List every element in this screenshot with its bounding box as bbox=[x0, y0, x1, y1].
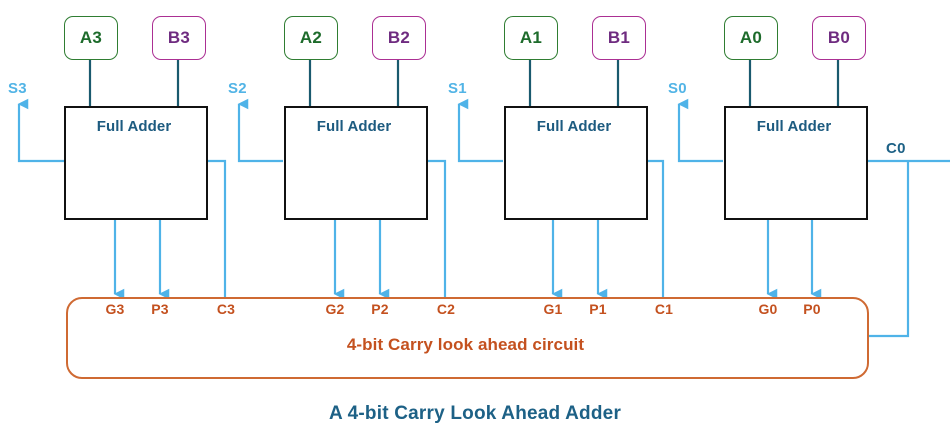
full-adder-2[interactable] bbox=[284, 106, 428, 220]
port-label-c3: C3 bbox=[216, 301, 236, 317]
input-box-b2[interactable]: B2 bbox=[372, 16, 426, 60]
port-label-c1: C1 bbox=[654, 301, 674, 317]
input-box-a1[interactable]: A1 bbox=[504, 16, 558, 60]
port-label-p1: P1 bbox=[589, 301, 607, 317]
input-box-a2[interactable]: A2 bbox=[284, 16, 338, 60]
carry-wire-c0-to-cla bbox=[859, 161, 910, 342]
input-box-b3[interactable]: B3 bbox=[152, 16, 206, 60]
full-adder-3-label: Full Adder bbox=[96, 118, 172, 135]
full-adder-2-label: Full Adder bbox=[316, 118, 392, 135]
carry-look-ahead-circuit-block[interactable] bbox=[66, 297, 869, 379]
port-label-p2: P2 bbox=[371, 301, 389, 317]
sum-wire-s0 bbox=[677, 98, 723, 163]
port-label-g2: G2 bbox=[325, 301, 345, 317]
figure-title: A 4-bit Carry Look Ahead Adder bbox=[328, 403, 622, 424]
full-adder-1[interactable] bbox=[504, 106, 648, 220]
sum-label-s0: S0 bbox=[668, 80, 687, 97]
carry-look-ahead-circuit-label: 4-bit Carry look ahead circuit bbox=[346, 335, 585, 354]
input-box-b0[interactable]: B0 bbox=[812, 16, 866, 60]
input-label-a3: A3 bbox=[79, 28, 103, 47]
sum-label-s2: S2 bbox=[228, 80, 247, 97]
input-label-b3: B3 bbox=[167, 28, 191, 47]
input-box-b1[interactable]: B1 bbox=[592, 16, 646, 60]
gp-output-wires bbox=[113, 216, 822, 300]
sum-wire-s2 bbox=[237, 98, 283, 163]
carry-wire-c2 bbox=[417, 155, 447, 297]
input-label-a2: A2 bbox=[299, 28, 323, 47]
sum-label-s1: S1 bbox=[448, 80, 467, 97]
full-adder-0-label: Full Adder bbox=[756, 118, 832, 135]
sum-wire-s1 bbox=[457, 98, 503, 163]
input-box-a3[interactable]: A3 bbox=[64, 16, 118, 60]
carry-wire-c3 bbox=[197, 155, 227, 297]
port-label-g3: G3 bbox=[105, 301, 125, 317]
full-adder-1-label: Full Adder bbox=[536, 118, 612, 135]
full-adder-0[interactable] bbox=[724, 106, 868, 220]
port-label-g0: G0 bbox=[758, 301, 778, 317]
input-label-a0: A0 bbox=[739, 28, 763, 47]
input-label-a1: A1 bbox=[519, 28, 543, 47]
port-label-c2: C2 bbox=[436, 301, 456, 317]
ab-input-lines bbox=[88, 58, 840, 106]
sum-wire-s3 bbox=[17, 98, 64, 163]
sum-output-wires bbox=[17, 98, 723, 163]
full-adder-3[interactable] bbox=[64, 106, 208, 220]
input-box-a0[interactable]: A0 bbox=[724, 16, 778, 60]
port-label-p3: P3 bbox=[151, 301, 169, 317]
carry-in-label-c0: C0 bbox=[886, 140, 906, 157]
input-label-b2: B2 bbox=[387, 28, 411, 47]
input-label-b1: B1 bbox=[607, 28, 631, 47]
input-label-b0: B0 bbox=[827, 28, 851, 47]
carry-in-wires bbox=[197, 155, 950, 342]
port-label-g1: G1 bbox=[543, 301, 563, 317]
carry-wire-c1 bbox=[637, 155, 665, 297]
port-label-p0: P0 bbox=[803, 301, 821, 317]
sum-label-s3: S3 bbox=[8, 80, 27, 97]
